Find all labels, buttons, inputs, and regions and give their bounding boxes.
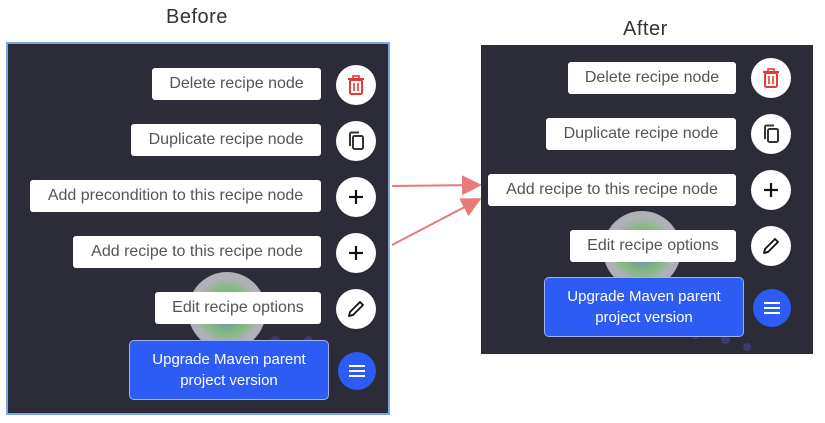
menu-icon: [349, 365, 365, 377]
edit-recipe-options-button[interactable]: [751, 226, 791, 266]
duplicate-recipe-node-label[interactable]: Duplicate recipe node: [131, 124, 321, 156]
before-panel: Delete recipe node Duplicate recipe node…: [6, 42, 390, 415]
add-recipe-button[interactable]: [751, 170, 791, 210]
add-recipe-button[interactable]: [336, 233, 376, 273]
copy-icon: [349, 131, 364, 150]
delete-recipe-node-button[interactable]: [751, 58, 791, 98]
decorative-dot: [743, 343, 751, 351]
edit-recipe-options-label[interactable]: Edit recipe options: [570, 230, 736, 262]
pencil-icon: [763, 238, 779, 254]
add-recipe-label[interactable]: Add recipe to this recipe node: [73, 236, 321, 268]
upgrade-maven-parent-button[interactable]: Upgrade Maven parent project version: [544, 277, 744, 337]
after-panel: Delete recipe node Duplicate recipe node…: [481, 45, 813, 354]
copy-icon: [764, 124, 779, 143]
plus-icon: [764, 183, 778, 197]
arrow-add-recipe-moved: [391, 198, 482, 246]
plus-icon: [349, 246, 363, 260]
before-caption: Before: [166, 6, 228, 28]
duplicate-recipe-node-button[interactable]: [336, 121, 376, 161]
delete-recipe-node-label[interactable]: Delete recipe node: [152, 68, 321, 100]
decorative-dot: [721, 335, 730, 344]
add-precondition-label[interactable]: Add precondition to this recipe node: [30, 180, 321, 212]
delete-recipe-node-button[interactable]: [336, 65, 376, 105]
add-precondition-button[interactable]: [336, 177, 376, 217]
menu-icon: [764, 302, 780, 314]
trash-icon: [763, 68, 779, 88]
add-recipe-label[interactable]: Add recipe to this recipe node: [488, 174, 736, 206]
arrow-precondition-removed: [391, 175, 482, 196]
plus-icon: [349, 190, 363, 204]
edit-recipe-options-button[interactable]: [336, 289, 376, 329]
trash-icon: [348, 75, 364, 95]
menu-button[interactable]: [753, 289, 791, 327]
pencil-icon: [348, 301, 364, 317]
after-caption: After: [623, 18, 668, 40]
upgrade-maven-parent-button[interactable]: Upgrade Maven parent project version: [129, 340, 329, 400]
menu-button[interactable]: [338, 352, 376, 390]
duplicate-recipe-node-button[interactable]: [751, 114, 791, 154]
delete-recipe-node-label[interactable]: Delete recipe node: [568, 62, 736, 94]
duplicate-recipe-node-label[interactable]: Duplicate recipe node: [546, 118, 736, 150]
edit-recipe-options-label[interactable]: Edit recipe options: [155, 292, 321, 324]
